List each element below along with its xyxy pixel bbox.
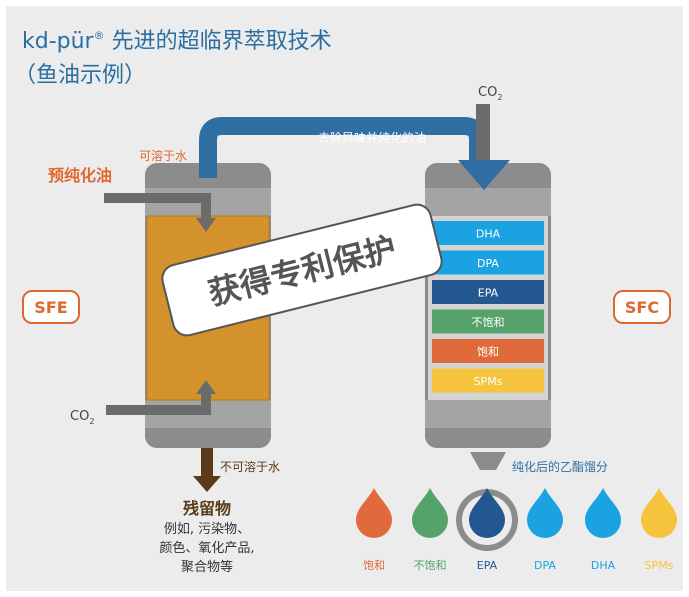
title-line1: kd-pür® 先进的超临界萃取技术: [22, 29, 332, 54]
residue-arrowhead: [193, 476, 221, 492]
water-insoluble-label: 不可溶于水: [220, 459, 280, 474]
drop-label: EPA: [477, 559, 498, 572]
drop-label: SPMs: [645, 559, 674, 572]
water-soluble-label: 可溶于水: [139, 148, 187, 163]
drop-label: DHA: [591, 559, 616, 572]
drop-label: 饱和: [363, 558, 385, 572]
residue-line2: 颜色、氧化产品,: [159, 540, 254, 556]
sfc-column-top-band: [425, 188, 551, 216]
drop-icon: [585, 488, 621, 538]
fraction-drops: 饱和 不饱和 EPA DPA DHA SPMs: [356, 488, 677, 572]
co2-down-arrowhead: [458, 160, 510, 190]
drop-icon: [641, 488, 677, 538]
pre-purified-oil-label: 预纯化油: [48, 166, 112, 185]
co2-bottom-arrowhead: [196, 380, 216, 394]
fraction-bar: [432, 309, 544, 334]
residue-title: 残留物: [183, 499, 231, 518]
fraction-label: DHA: [476, 228, 501, 241]
fraction-label: SPMs: [474, 375, 503, 388]
fraction-bar: [432, 250, 544, 275]
fraction-label: DPA: [477, 257, 499, 270]
drop-icon: [412, 488, 448, 538]
co2-bottom-pipe: [106, 390, 211, 415]
fraction-bar: [432, 280, 544, 304]
sfc-column-bottom-band: [425, 400, 551, 428]
title-line2: （鱼油示例）: [14, 63, 146, 88]
co2-bottom-label: CO2: [70, 409, 94, 426]
residue-line1: 例如, 污染物、: [164, 521, 250, 537]
drop-icon: [469, 488, 505, 538]
fraction-bar: [432, 368, 544, 393]
patent-banner-box: [161, 203, 443, 337]
residue-pipe: [201, 448, 213, 478]
sfe-label: SFE: [34, 298, 67, 317]
remove-odor-label: 去除异味并纯化的油: [318, 130, 426, 145]
fraction-label: 饱和: [477, 345, 499, 359]
drop-icon: [356, 488, 392, 538]
fraction-label: 不饱和: [472, 315, 505, 329]
fraction-label: EPA: [478, 287, 499, 300]
drop-icon: [527, 488, 563, 538]
sfc-badge: [613, 290, 671, 324]
pre-oil-arrowhead: [196, 218, 216, 232]
fraction-bar: [432, 339, 544, 363]
sfe-badge: [22, 290, 80, 324]
drop-label: 不饱和: [414, 558, 447, 572]
co2-top-label: CO2: [478, 85, 502, 102]
drop-label: DPA: [534, 559, 556, 572]
pre-oil-pipe: [104, 193, 211, 222]
fraction-bar: [432, 221, 544, 245]
collection-funnel: [470, 452, 506, 470]
sfc-label: SFC: [625, 298, 659, 317]
background-panel: [6, 6, 683, 591]
purified-esters-label: 纯化后的乙酯馏分: [512, 459, 608, 474]
residue-line3: 聚合物等: [181, 559, 233, 575]
